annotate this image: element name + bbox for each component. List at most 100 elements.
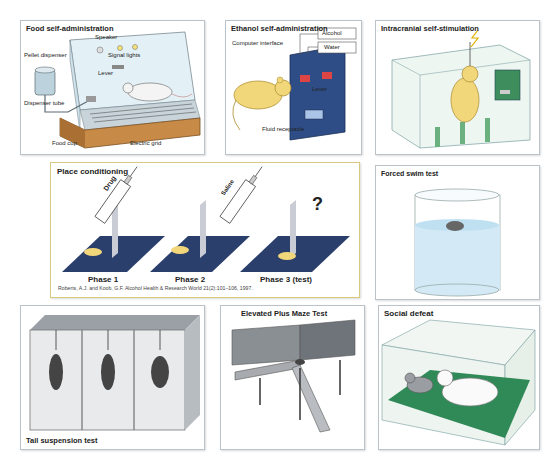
operant-chamber-part	[70, 32, 195, 110]
icss-cage-part	[470, 42, 471, 66]
phase-label: Phase 3 (test)	[260, 276, 312, 285]
part-label: Lever	[98, 70, 113, 77]
operant-chamber-part	[90, 104, 192, 114]
part-label: Lever	[312, 86, 327, 93]
ethanol-apparatus-part	[234, 81, 282, 109]
social-defeat-cage-part	[405, 373, 415, 383]
place-conditioning-scene-part-part	[130, 167, 137, 177]
place-conditioning-scene-part-part	[124, 175, 132, 184]
social-defeat-cage-part	[388, 370, 530, 438]
place-conditioning-scene-part-part	[255, 167, 262, 177]
swim-cylinder-part	[415, 225, 500, 290]
icss-cage-part	[500, 90, 510, 94]
icss-cage	[392, 30, 530, 148]
part-label: Water	[324, 44, 340, 51]
operant-chamber-part	[92, 108, 194, 118]
phase-label: Phase 2	[175, 276, 205, 285]
tail-suspension-box-part	[56, 330, 57, 350]
tail-suspension-box-part	[185, 315, 200, 430]
ethanol-apparatus	[233, 28, 356, 140]
icss-cage-part	[392, 60, 420, 75]
operant-chamber-part	[94, 112, 196, 122]
panel-title: Forced swim test	[381, 170, 438, 177]
place-conditioning-scene-part-part	[95, 180, 131, 224]
operant-chamber-part	[70, 40, 80, 132]
social-defeat-cage	[382, 320, 535, 445]
swim-cylinder-part	[415, 284, 499, 296]
part-label: Food cup	[52, 140, 77, 147]
operant-chamber-part	[97, 47, 103, 53]
part-label: Speaker	[95, 34, 117, 41]
tail-suspension-box	[30, 315, 200, 430]
ethanol-apparatus-part	[318, 42, 356, 53]
place-conditioning-scene-part	[290, 200, 296, 258]
part-label: Alcohol	[322, 30, 342, 37]
test-panel: Forced swim test	[375, 165, 540, 300]
icss-cage-part	[495, 70, 520, 100]
tail-suspension-box-part	[30, 315, 200, 330]
plus-maze-part	[235, 360, 300, 380]
tail-suspension-box-part	[49, 354, 63, 390]
test-panel: Elevated Plus Maze Test	[220, 305, 365, 450]
icss-cage-part	[420, 75, 421, 148]
icss-cage-part	[485, 118, 490, 142]
place-conditioning-scene	[62, 163, 350, 272]
citation: Roberts, A.J. and Koob, G.F. Alcohol Hea…	[58, 286, 253, 292]
panel-title: Elevated Plus Maze Test	[241, 309, 327, 318]
icss-cage-part	[462, 66, 478, 82]
place-conditioning-scene-part	[171, 246, 189, 254]
place-conditioning-scene-part-part	[249, 175, 257, 184]
plus-maze-part	[295, 359, 305, 365]
place-conditioning-scene-part	[278, 252, 296, 260]
plus-maze-part	[299, 368, 301, 420]
icss-cage-part	[460, 122, 465, 144]
icss-cage-part	[392, 45, 530, 148]
part-label: Computer interface	[232, 40, 283, 47]
operant-chamber	[35, 32, 200, 148]
panel-title: Ethanol self-administration	[231, 24, 328, 33]
tail-suspension-box-part	[160, 330, 161, 350]
plus-maze	[232, 320, 355, 432]
swim-cylinder-part	[415, 189, 499, 201]
panel-title: Tail suspension test	[26, 436, 98, 445]
part-label: Electric grid	[130, 140, 161, 147]
ethanol-apparatus-part	[233, 100, 240, 130]
syringe-label: Saline	[220, 179, 236, 197]
tail-suspension-box-part	[133, 330, 135, 430]
panel-title: Food self-administration	[26, 24, 114, 33]
operant-chamber-part	[123, 83, 133, 93]
place-conditioning-scene-part	[200, 200, 206, 258]
operant-chamber-part	[60, 118, 200, 148]
plus-maze-part	[300, 320, 355, 360]
test-panel: Tail suspension test	[20, 305, 205, 450]
tail-suspension-box-part	[30, 330, 185, 430]
question-mark: ?	[312, 195, 323, 215]
ethanol-apparatus-part	[290, 45, 345, 140]
operant-chamber-part	[86, 96, 96, 102]
icss-cage-part	[451, 78, 479, 122]
plus-maze-part	[232, 325, 300, 365]
plus-maze-part	[259, 378, 261, 405]
swim-cylinder	[415, 189, 500, 296]
operant-chamber-part	[112, 65, 124, 69]
operant-chamber-part	[35, 70, 55, 95]
ethanol-apparatus-part	[277, 77, 283, 83]
test-panel: Food self-administration	[20, 20, 205, 155]
panel-title: Place conditioning	[57, 167, 128, 176]
ethanol-apparatus-part	[300, 34, 318, 55]
tail-suspension-box-part	[101, 354, 115, 390]
test-panel: Social defeat	[378, 305, 540, 450]
test-panel: Intracranial self-stimulation	[375, 20, 540, 155]
panel-title: Social defeat	[384, 309, 433, 318]
operant-chamber-part	[128, 83, 172, 101]
swim-cylinder-part	[415, 195, 500, 290]
swim-cylinder-part	[446, 221, 464, 231]
tail-suspension-box-part	[108, 330, 109, 350]
ethanol-apparatus-part	[275, 80, 291, 96]
operant-chamber-part	[133, 45, 138, 50]
tail-suspension-box-part	[151, 356, 169, 388]
place-conditioning-scene-part	[220, 163, 267, 223]
ethanol-apparatus-part	[322, 72, 332, 79]
